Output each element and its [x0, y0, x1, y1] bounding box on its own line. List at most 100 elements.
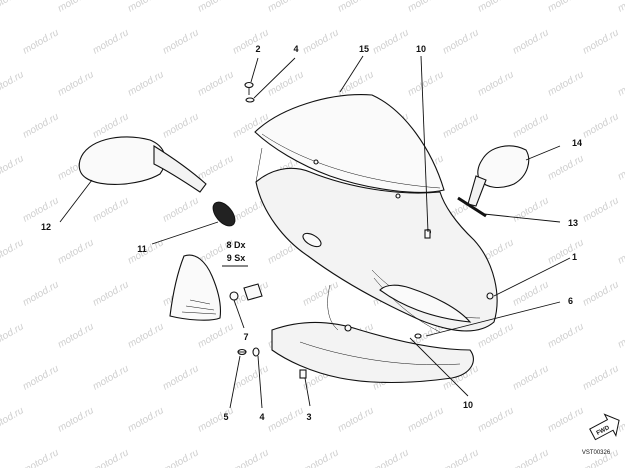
watermark-text: motod.ru: [161, 447, 201, 468]
watermark-text: motod.ru: [406, 405, 446, 434]
watermark-text: motod.ru: [231, 363, 271, 392]
callout-4-top: 4: [293, 44, 298, 54]
watermark-text: motod.ru: [196, 405, 236, 434]
mirror-arm: [153, 145, 207, 193]
callout-13: 13: [568, 218, 578, 228]
callout-12: 12: [41, 222, 51, 232]
watermark-text: motod.ru: [196, 153, 236, 182]
watermark-text: motod.ru: [511, 447, 551, 468]
watermark-text: motod.ru: [161, 363, 201, 392]
watermark-text: motod.ru: [581, 279, 621, 308]
watermark-text: motod.ru: [266, 405, 306, 434]
callouts: 2 4 15 10 14 13 1 6 10 3 4 5 7 8 Dx 9 Sx…: [41, 44, 582, 422]
watermark-text: motod.ru: [336, 0, 376, 15]
watermark-text: motod.ru: [546, 69, 586, 98]
callout-5: 5: [223, 412, 228, 422]
watermark-text: motod.ru: [91, 111, 131, 140]
callout-10-bottom: 10: [463, 400, 473, 410]
watermark-text: motod.ru: [91, 363, 131, 392]
callout-14: 14: [572, 138, 582, 148]
screw-2: [244, 81, 254, 95]
mounting-hole: [313, 159, 319, 165]
watermark-text: motod.ru: [21, 111, 61, 140]
watermark-text: motod.ru: [581, 195, 621, 224]
headlight-opening: [379, 284, 472, 323]
watermark-text: motod.ru: [406, 69, 446, 98]
watermark-text: motod.ru: [616, 321, 625, 350]
washer-4-bottom: [252, 347, 260, 357]
callout-2: 2: [255, 44, 260, 54]
watermark-text: motod.ru: [371, 447, 411, 468]
watermark-text: motod.ru: [21, 447, 61, 468]
watermark-text: motod.ru: [126, 405, 166, 434]
watermark-text: motod.ru: [56, 0, 96, 15]
watermark-text: motod.ru: [56, 405, 96, 434]
watermark-text: motod.ru: [371, 27, 411, 56]
watermark-text: motod.ru: [21, 195, 61, 224]
mounting-hole: [395, 193, 401, 199]
upper-fairing: [255, 167, 498, 332]
side-deflector: [169, 254, 222, 321]
watermark-text: motod.ru: [546, 405, 586, 434]
callout-9: 9 Sx: [227, 253, 246, 263]
watermark-text: motod.ru: [546, 237, 586, 266]
watermark-text: motod.ru: [441, 111, 481, 140]
screw-3: [299, 369, 307, 379]
leader-lines: [59, 55, 571, 409]
watermark-text: motod.ru: [301, 279, 341, 308]
watermark-text: motod.ru: [0, 153, 26, 182]
watermark-text: motod.ru: [581, 27, 621, 56]
drawing-code: VST00326: [582, 450, 611, 456]
screw-5: [237, 348, 247, 356]
watermark-text: motod.ru: [56, 237, 96, 266]
callout-7: 7: [243, 332, 248, 342]
watermark-text: motod.ru: [161, 27, 201, 56]
watermark-text: motod.ru: [266, 69, 306, 98]
watermark-text: motod.ru: [161, 195, 201, 224]
watermark-text: motod.ru: [196, 0, 236, 15]
watermark-text: motod.ru: [0, 321, 26, 350]
watermark-text: motod.ru: [231, 447, 271, 468]
watermark-text: motod.ru: [126, 321, 166, 350]
callout-8: 8 Dx: [226, 240, 245, 250]
watermark-text: motod.ru: [0, 237, 26, 266]
watermark-text: motod.ru: [616, 153, 625, 182]
watermark-text: motod.ru: [0, 69, 26, 98]
watermark-text: motod.ru: [546, 321, 586, 350]
watermark-text: motod.ru: [301, 447, 341, 468]
watermark-text: motod.ru: [56, 321, 96, 350]
watermark-text: motod.ru: [616, 69, 625, 98]
callout-1: 1: [572, 252, 577, 262]
watermark-text: motod.ru: [546, 153, 586, 182]
screw-10-top: [424, 229, 431, 239]
callout-15: 15: [359, 44, 369, 54]
watermark-text: motod.ru: [511, 363, 551, 392]
watermark-text: motod.ru: [476, 69, 516, 98]
screw-6: [414, 333, 422, 339]
watermark-text: motod.ru: [616, 0, 625, 15]
washer-4-top: [245, 97, 255, 103]
watermark-text: motod.ru: [616, 237, 625, 266]
callout-10-top: 10: [416, 44, 426, 54]
watermark-text: motod.ru: [301, 27, 341, 56]
air-intake: [302, 232, 322, 248]
watermark-text: motod.ru: [196, 321, 236, 350]
watermark-text: motod.ru: [0, 0, 26, 15]
watermark-text: motod.ru: [126, 69, 166, 98]
watermark-text: motod.ru: [91, 279, 131, 308]
watermark-text: motod.ru: [21, 27, 61, 56]
watermark-text: motod.ru: [441, 27, 481, 56]
watermark-text: motod.ru: [196, 69, 236, 98]
watermark-text: motod.ru: [266, 0, 306, 15]
windscreen: [254, 94, 445, 193]
watermark-text: motod.ru: [56, 69, 96, 98]
watermark-text: motod.ru: [231, 27, 271, 56]
bush: [243, 283, 263, 301]
callout-6: 6: [568, 296, 573, 306]
watermark-text: motod.ru: [91, 195, 131, 224]
watermark-text: motod.ru: [126, 0, 166, 15]
watermark-text: motod.ru: [336, 405, 376, 434]
watermark-text: motod.ru: [581, 111, 621, 140]
watermark-text: motod.ru: [511, 111, 551, 140]
